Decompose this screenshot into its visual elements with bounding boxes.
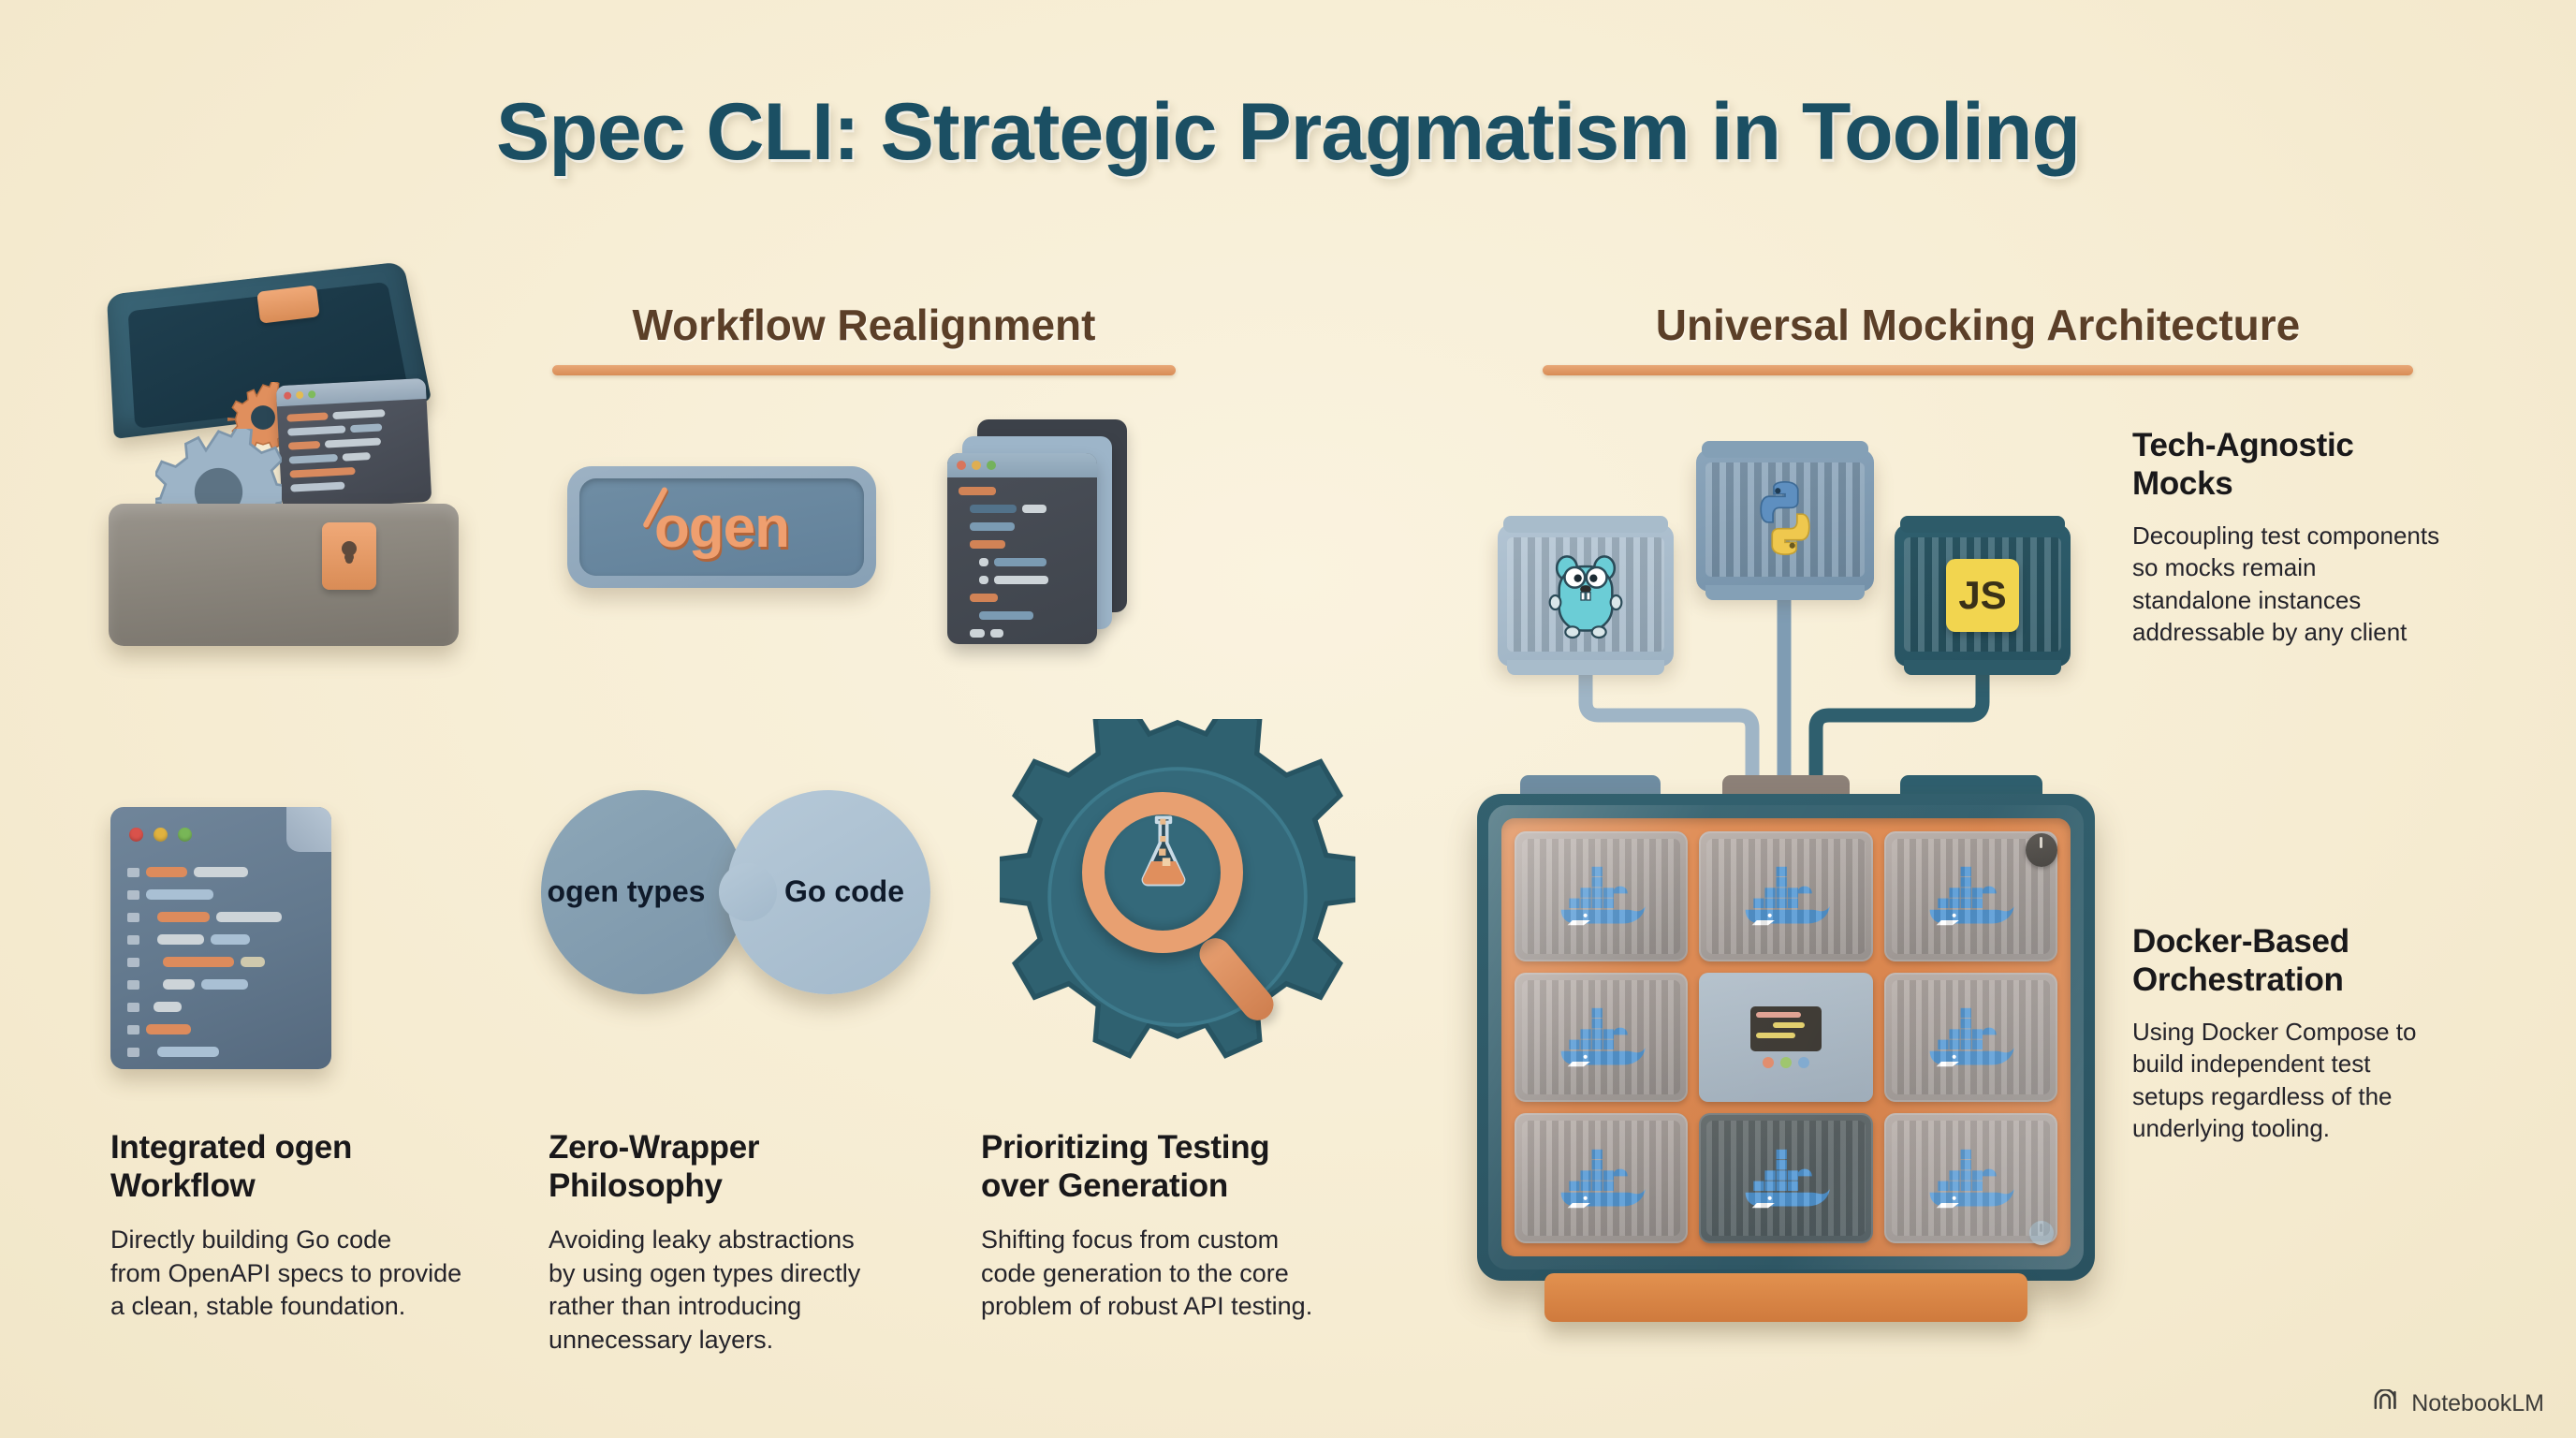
notebooklm-icon [2373,1388,2401,1417]
caption-body: Avoiding leaky abstractions by using oge… [549,1225,861,1355]
puzzle-right-label: Go code [783,874,904,909]
section-header-mocking-rule [1543,365,2413,375]
page-title: Spec CLI: Strategic Pragmatism in Toolin… [495,87,2081,177]
section-header-workflow-label: Workflow Realignment [632,301,1096,349]
caption-integrated-ogen-workflow: Integrated ogen Workflow Directly buildi… [110,1128,532,1324]
puzzle-piece-ogen-types: ogen types [541,790,745,994]
ogen-logo-label: ogen [653,494,790,560]
panel-screen [1749,1005,1822,1051]
led-red-icon [1762,1056,1774,1068]
container-javascript: JS [1895,516,2071,675]
caption-body: Directly building Go code from OpenAPI s… [110,1225,462,1321]
container-foot [1904,660,2061,675]
container-lip [1900,516,2065,533]
code-lines [947,477,1097,644]
docker-whale-icon [1560,1007,1646,1067]
docker-case-illustration [1477,775,2095,1322]
caption-heading: Integrated ogen Workflow [110,1129,353,1205]
notebooklm-watermark: NotebookLM [2373,1388,2544,1417]
control-panel[interactable] [1699,833,2057,1245]
docker-whale-icon [1745,1149,1830,1208]
docker-cell [1515,972,1689,1103]
section-header-workflow: Workflow Realignment [552,300,1176,375]
gear-magnifier-flask-icon [990,699,1365,1075]
caption-body: Decoupling test components so mocks rema… [2132,521,2440,647]
container-foot [1507,660,1664,675]
code-document-icon [110,807,331,1069]
toolbox-illustration [101,261,476,646]
caption-heading: Zero-Wrapper Philosophy [549,1129,760,1205]
js-icon-label: JS [1958,573,2007,617]
caption-body: Shifting focus from custom code generati… [981,1225,1313,1321]
container-foot [1705,585,1865,600]
caption-prioritizing-testing-over-generation: Prioritizing Testing over Generation Shi… [981,1128,1393,1324]
ogen-badge-inner: ogen [579,478,864,576]
ogen-logo-badge: ogen [567,466,876,588]
puzzle-left-label: ogen types [547,874,706,909]
panel-knob-large[interactable] [2026,833,2057,867]
container-pipes [1578,580,1990,818]
flask-icon [1129,811,1198,891]
traffic-light-dots [129,828,192,842]
puzzle-pieces-illustration: ogen types Go code [541,786,934,1002]
caption-body: Using Docker Compose to build independen… [2132,1017,2417,1143]
container-python [1696,441,1874,600]
led-blue-icon [1797,1056,1809,1068]
code-windows-stack-icon [944,419,1131,644]
caption-heading: Tech-Agnostic Mocks [2132,427,2354,503]
go-gopher-icon [1546,547,1625,645]
docker-cell [1699,831,1873,961]
caption-heading: Prioritizing Testing over Generation [981,1129,1270,1205]
case-base [1544,1273,2027,1322]
js-icon: JS [1946,559,2019,632]
code-window-front [947,453,1097,644]
section-header-workflow-rule [552,365,1176,375]
container-lip [1702,441,1868,458]
case-tray [1501,818,2071,1256]
docker-cell [1883,831,2057,961]
docker-whale-icon [1745,867,1830,926]
docker-whale-icon [1929,1149,2015,1208]
code-window-titlebar [947,453,1097,477]
caption-tech-agnostic-mocks: Tech-Agnostic Mocks Decoupling test comp… [2132,426,2525,649]
notebooklm-label: NotebookLM [2411,1389,2544,1416]
docker-cell [1699,1113,1873,1243]
code-window-icon [275,377,432,510]
page-fold-corner [286,807,331,852]
caption-docker-based-orchestration: Docker-Based Orchestration Using Docker … [2132,922,2525,1145]
panel-leds [1762,1056,1809,1068]
led-green-icon [1779,1056,1792,1068]
section-header-mocking-label: Universal Mocking Architecture [1655,301,2301,349]
section-header-mocking: Universal Mocking Architecture [1543,300,2413,375]
caption-zero-wrapper-philosophy: Zero-Wrapper Philosophy Avoiding leaky a… [549,1128,942,1357]
caption-heading: Docker-Based Orchestration [2132,923,2349,999]
docker-cell [1515,1113,1689,1243]
docker-whale-icon [1560,867,1646,926]
docker-whale-icon [1560,1149,1646,1208]
code-lines [127,867,316,1069]
container-go [1498,516,1674,675]
docker-whale-icon [1929,1007,2015,1067]
toolbox-body [109,504,459,646]
container-lip [1503,516,1668,533]
ogen-logo-text: ogen [642,485,790,561]
docker-cell [1515,831,1689,961]
docker-cell [1883,972,2057,1103]
python-icon [1745,478,1825,564]
puzzle-knob [719,863,777,921]
docker-whale-icon [1929,867,2015,926]
docker-cell [1883,1113,2057,1243]
lock-icon [322,522,376,590]
